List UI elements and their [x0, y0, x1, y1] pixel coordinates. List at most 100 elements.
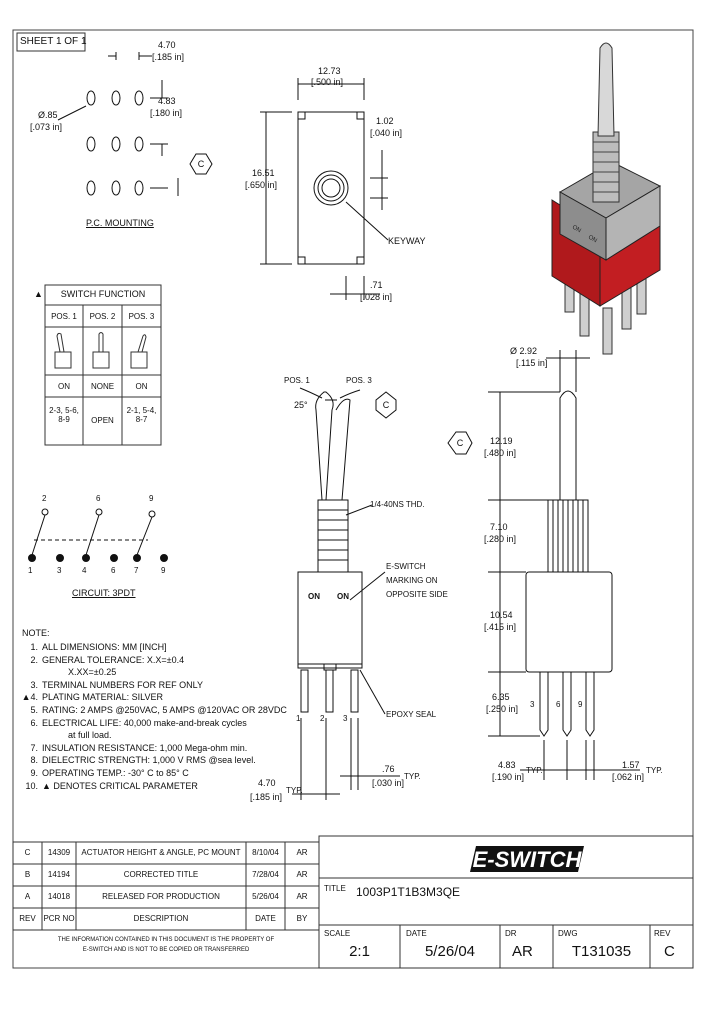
term-thickness-typ: TYP.: [646, 766, 663, 775]
circuit-label: CIRCUIT: 3PDT: [72, 588, 136, 598]
side-term-6: 6: [556, 700, 561, 709]
rev-cell-desc: ACTUATOR HEIGHT & ANGLE, PC MOUNT: [81, 848, 241, 857]
note-text: GENERAL TOLERANCE: X.X=±0.4: [42, 654, 185, 665]
rev-cell-ecn: 14194: [47, 870, 71, 879]
note-text: OPERATING TEMP.: -30° C to 85° C: [42, 768, 189, 778]
notes-heading: NOTE:: [22, 628, 50, 638]
pitch-v-in: [.180 in]: [150, 108, 183, 118]
date-label: DATE: [406, 929, 427, 938]
front-pitch-typ: TYP.: [286, 786, 303, 795]
rev-cell-ecn: 14309: [47, 848, 71, 857]
circuit-bot-9: 9: [161, 566, 166, 575]
pos1-label: POS. 1: [284, 376, 310, 385]
svg-text:ON: ON: [571, 225, 582, 235]
rev-header-rev: REV: [19, 914, 36, 923]
pos1-connection: 2-3, 5-6, 8-9: [49, 406, 79, 424]
rev-cell-rev: C: [24, 848, 31, 857]
pitch-h-in: [.185 in]: [152, 52, 185, 62]
note-mark: 5.: [30, 705, 38, 715]
revision-table-lines: [12, 841, 320, 931]
rev-header-by: BY: [296, 914, 308, 923]
lever-diameter-in: [.115 in]: [516, 358, 548, 368]
note-mark: ▲4.: [21, 692, 38, 703]
hole-diameter: Ø.85: [38, 110, 58, 120]
dwg-label: DWG: [558, 929, 578, 938]
note-item: 5. RATING: 2 AMPS @250VAC, 5 AMPS @120VAC…: [16, 705, 287, 715]
front-term-2: 2: [320, 714, 325, 723]
dwg-value: T131035: [571, 943, 632, 960]
pos1-state: ON: [58, 382, 70, 391]
top-width: 12.73: [318, 66, 341, 76]
rev-cell-by: AR: [296, 848, 308, 857]
side-pitch: 4.83: [498, 760, 516, 770]
rev-cell-date: 7/28/04: [252, 870, 279, 879]
scale-value: 2:1: [349, 943, 370, 960]
keyway-label: KEYWAY: [388, 236, 426, 246]
pc-mounting-view: [57, 52, 213, 196]
side-crit-marker: C: [456, 438, 464, 448]
note-text: RATING: 2 AMPS @250VAC, 5 AMPS @120VAC O…: [42, 705, 287, 715]
note-item: 1.ALL DIMENSIONS: MM [INCH]: [16, 642, 166, 652]
term-thickness: 1.57: [622, 760, 640, 770]
rev-cell-date: 5/26/04: [252, 892, 279, 901]
note-text: X.XX=±0.25: [68, 667, 117, 678]
disclaimer-line-1: THE INFORMATION CONTAINED IN THIS DOCUME…: [57, 937, 275, 943]
pos3-header: POS. 3: [128, 312, 155, 321]
note-item: 10.▲ DENOTES CRITICAL PARAMETER: [16, 780, 197, 791]
pos1-header: POS. 1: [51, 312, 77, 321]
note-mark: 10.: [25, 780, 38, 791]
dr-label: DR: [505, 929, 517, 938]
rev-header-desc: DESCRIPTION: [133, 914, 189, 923]
pos2-state: NONE: [90, 382, 115, 391]
note-text: PLATING MATERIAL: SILVER: [42, 692, 164, 703]
switch-function-grid: [44, 284, 162, 446]
pos2-connection: OPEN: [91, 416, 114, 425]
bushing-length: 7.10: [490, 522, 508, 532]
isometric-view: ON ON: [551, 42, 662, 355]
circuit-bot-3: 3: [57, 566, 62, 575]
front-on-left: ON: [308, 592, 320, 601]
front-crit-marker: C: [382, 400, 390, 410]
pc-mounting-label: P.C. MOUNTING: [86, 218, 154, 228]
lever-diameter: Ø 2.92: [510, 346, 538, 356]
top-height: 16.51: [252, 168, 275, 178]
rev-value: C: [664, 943, 675, 960]
term-length-in: [.250 in]: [486, 704, 519, 714]
rev-cell-by: AR: [296, 892, 308, 901]
note-mark: 6.: [30, 717, 38, 728]
rev-cell-desc: CORRECTED TITLE: [123, 870, 199, 879]
note-mark: 1.: [30, 642, 38, 652]
pos2-header: POS. 2: [89, 312, 116, 321]
side-view: [447, 350, 640, 780]
side-dim-in: [.028 in]: [360, 292, 393, 302]
pc-crit-marker: C: [197, 159, 205, 169]
note-mark: 8.: [30, 755, 38, 766]
title-block-lines: [318, 835, 694, 969]
epoxy-label: EPOXY SEAL: [386, 710, 437, 719]
circuit-top-9: 9: [149, 494, 154, 503]
lever-length: 12.19: [490, 436, 513, 446]
note-mark: 3.: [30, 679, 38, 690]
front-on-right: ON: [337, 592, 349, 601]
title-value: 1003P1T1B3M3QE: [356, 885, 461, 899]
rev-cell-by: AR: [296, 870, 308, 879]
note-text: at full load.: [68, 730, 112, 741]
date-value: 5/26/04: [424, 943, 476, 960]
side-term-9: 9: [578, 700, 583, 709]
side-term-3: 3: [530, 700, 535, 709]
disclaimer-line-2: E-SWITCH AND IS NOT TO BE COPIED OR TRAN…: [82, 947, 250, 953]
marking-line-2: MARKING ON: [386, 576, 438, 585]
circuit-bot-6: 6: [111, 566, 116, 575]
scale-label: SCALE: [324, 929, 351, 938]
front-term-3: 3: [343, 714, 348, 723]
top-view: [260, 78, 389, 300]
note-mark: 9.: [30, 768, 38, 778]
rev-header-date: DATE: [255, 914, 276, 923]
rev-label: REV: [654, 929, 671, 938]
lever-length-in: [.480 in]: [484, 448, 517, 458]
switch-function-critical-icon: ▲: [34, 289, 43, 299]
switch-function-title: SWITCH FUNCTION: [60, 289, 146, 299]
sheet-label-box: [16, 32, 86, 52]
sheet-label: SHEET 1 OF 1: [20, 36, 87, 47]
